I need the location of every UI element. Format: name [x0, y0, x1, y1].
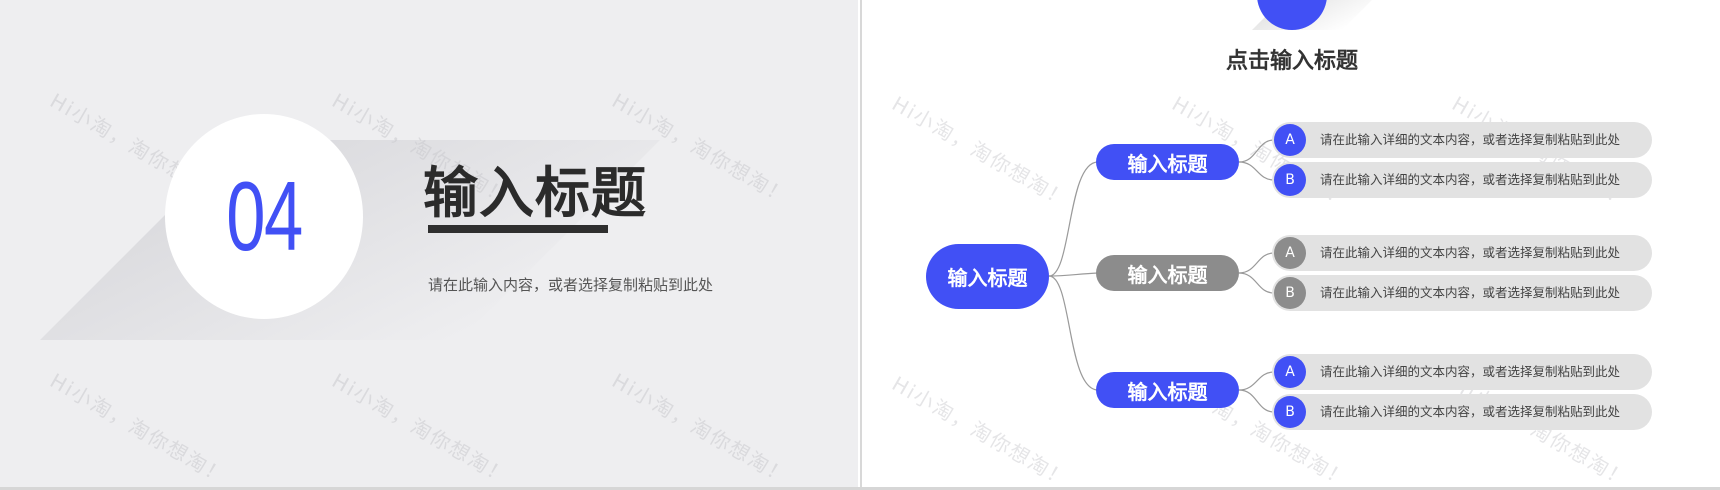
leaf-badge-a: A: [1274, 237, 1306, 269]
mindmap-branch-node[interactable]: 输入标题: [1096, 255, 1239, 291]
watermark: Hi小淘，淘你想淘！: [608, 368, 794, 487]
mindmap-leaf[interactable]: A 请在此输入详细的文本内容，或者选择复制粘贴到此处: [1272, 354, 1652, 390]
section-slide[interactable]: Hi小淘，淘你想淘！ Hi小淘，淘你想淘！ Hi小淘，淘你想淘！ Hi小淘，淘你…: [0, 0, 858, 487]
mindmap-leaf[interactable]: A 请在此输入详细的文本内容，或者选择复制粘贴到此处: [1272, 122, 1652, 158]
leaf-text: 请在此输入详细的文本内容，或者选择复制粘贴到此处: [1320, 132, 1621, 147]
leaf-text: 请在此输入详细的文本内容，或者选择复制粘贴到此处: [1320, 364, 1621, 379]
leaf-text: 请在此输入详细的文本内容，或者选择复制粘贴到此处: [1320, 172, 1621, 187]
bottom-divider: [0, 487, 1720, 490]
title-underline: [428, 225, 608, 233]
leaf-text: 请在此输入详细的文本内容，或者选择复制粘贴到此处: [1320, 245, 1621, 260]
mindmap-branch-node[interactable]: 输入标题: [1096, 144, 1239, 180]
mindmap-branch-node[interactable]: 输入标题: [1096, 372, 1239, 408]
connector-lines: [1048, 139, 1275, 413]
section-number: 04: [226, 161, 303, 271]
leaf-text: 请在此输入详细的文本内容，或者选择复制粘贴到此处: [1320, 285, 1621, 300]
leaf-badge-b: B: [1274, 396, 1306, 428]
leaf-badge-a: A: [1274, 356, 1306, 388]
mindmap-leaf[interactable]: B 请在此输入详细的文本内容，或者选择复制粘贴到此处: [1272, 162, 1652, 198]
section-description[interactable]: 请在此输入内容，或者选择复制粘贴到此处: [428, 276, 714, 294]
leaf-text: 请在此输入详细的文本内容，或者选择复制粘贴到此处: [1320, 404, 1621, 419]
watermark: Hi小淘，淘你想淘！: [328, 368, 514, 487]
slide-title[interactable]: 点击输入标题: [1225, 49, 1358, 74]
mindmap-leaf[interactable]: B 请在此输入详细的文本内容，或者选择复制粘贴到此处: [1272, 275, 1652, 311]
mindmap-leaf[interactable]: A 请在此输入详细的文本内容，或者选择复制粘贴到此处: [1272, 235, 1652, 271]
mindmap-root-node[interactable]: 输入标题: [926, 244, 1049, 309]
watermark: Hi小淘，淘你想淘！: [46, 368, 232, 487]
section-title[interactable]: 输入标题: [423, 161, 648, 225]
leaf-badge-b: B: [1274, 277, 1306, 309]
leaf-badge-b: B: [1274, 164, 1306, 196]
mindmap-slide[interactable]: Hi小淘，淘你想淘！ Hi小淘，淘你想淘！ Hi小淘，淘你想淘！ Hi小淘，淘你…: [860, 0, 1720, 487]
section-number-circle: 04: [165, 114, 363, 319]
mindmap-leaf[interactable]: B 请在此输入详细的文本内容，或者选择复制粘贴到此处: [1272, 394, 1652, 430]
leaf-badge-a: A: [1274, 124, 1306, 156]
